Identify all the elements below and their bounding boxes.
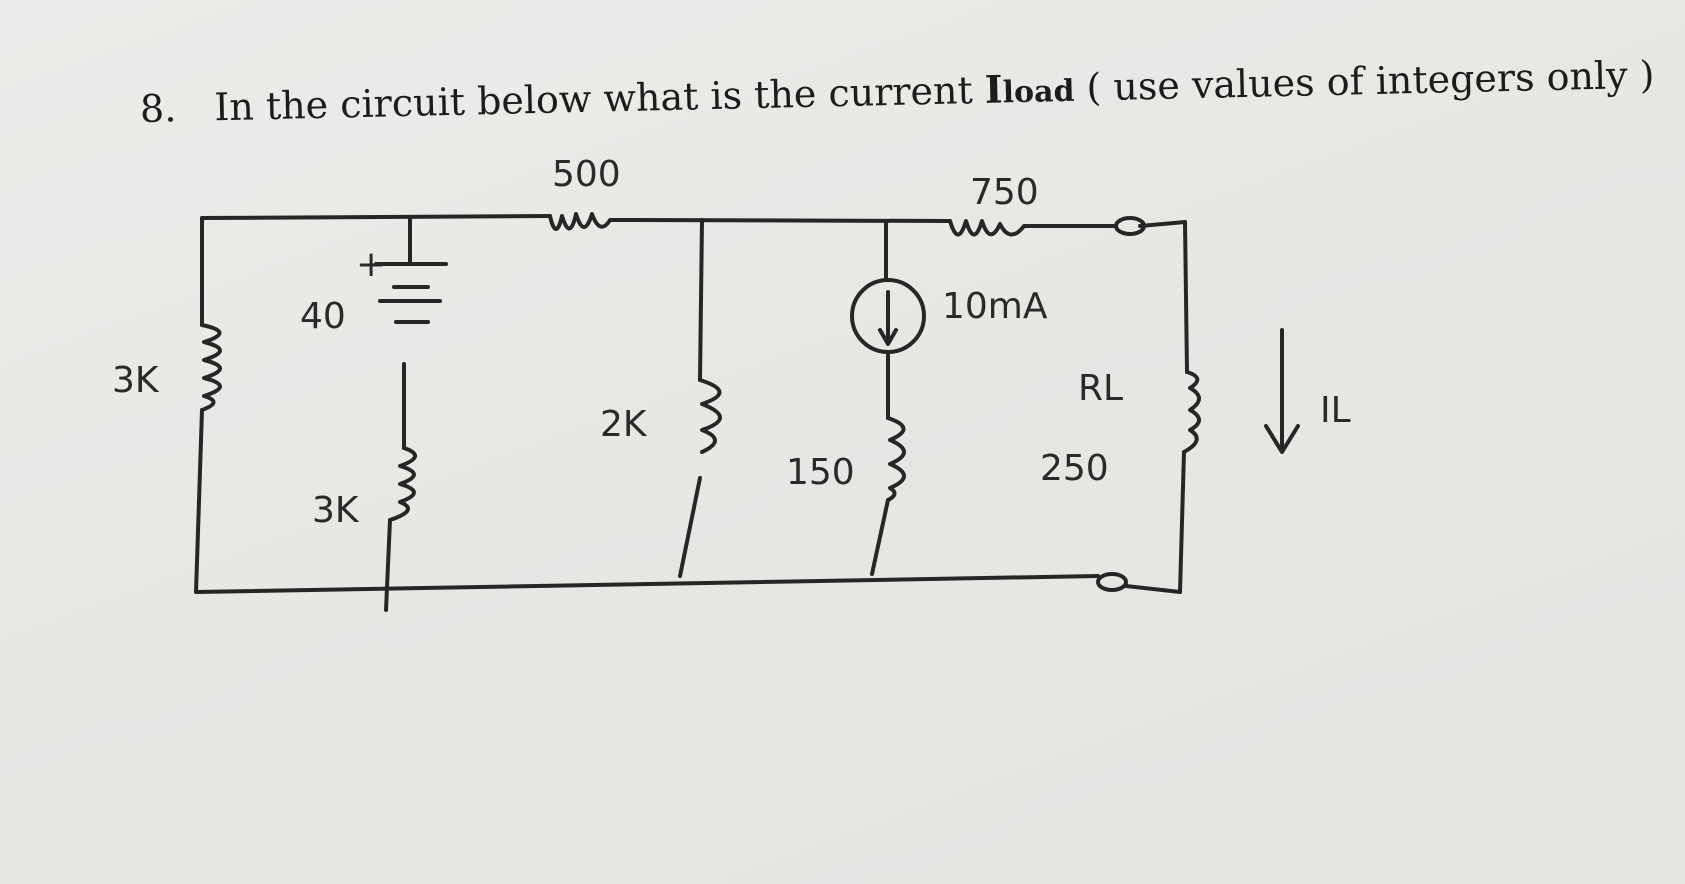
resistor-3k-left bbox=[200, 323, 222, 412]
wire-top-middle bbox=[626, 218, 952, 223]
wire-150-lower bbox=[870, 498, 890, 576]
battery-plus-label: + bbox=[356, 244, 386, 285]
down-arrow-icon bbox=[1264, 328, 1300, 454]
label-10ma: 10mA bbox=[942, 286, 1048, 327]
resistor-2k bbox=[698, 378, 722, 454]
label-500: 500 bbox=[552, 154, 621, 195]
wire-bottom-left bbox=[194, 574, 1100, 594]
resistor-500 bbox=[548, 212, 630, 231]
label-rl: RL bbox=[1078, 368, 1123, 409]
wire-2k-upper bbox=[698, 218, 704, 382]
resistor-rl bbox=[1182, 370, 1201, 454]
wire-left-lower bbox=[194, 408, 204, 594]
resistor-150 bbox=[886, 416, 906, 502]
resistor-750 bbox=[948, 219, 1070, 237]
wire-bottom-right bbox=[1124, 584, 1182, 594]
label-750: 750 bbox=[970, 172, 1039, 213]
battery-value-label: 40 bbox=[300, 296, 346, 337]
label-3k-battery: 3K bbox=[312, 490, 360, 531]
wire-top-left bbox=[200, 214, 552, 220]
label-3k-left: 3K bbox=[112, 360, 160, 401]
resistor-3k-battery bbox=[388, 446, 417, 522]
label-il: IL bbox=[1320, 390, 1351, 431]
label-250: 250 bbox=[1040, 448, 1109, 489]
wire-battery-bottom bbox=[384, 518, 392, 612]
current-source-arrow bbox=[878, 290, 898, 346]
wire-right-lower bbox=[1178, 450, 1186, 594]
label-150: 150 bbox=[786, 452, 855, 493]
terminal-bottom bbox=[1096, 572, 1128, 592]
label-2k: 2K bbox=[600, 404, 648, 445]
wire-top-right bbox=[1138, 220, 1187, 228]
wire-2k-lower bbox=[678, 476, 702, 578]
wire-right-upper bbox=[1183, 220, 1189, 374]
